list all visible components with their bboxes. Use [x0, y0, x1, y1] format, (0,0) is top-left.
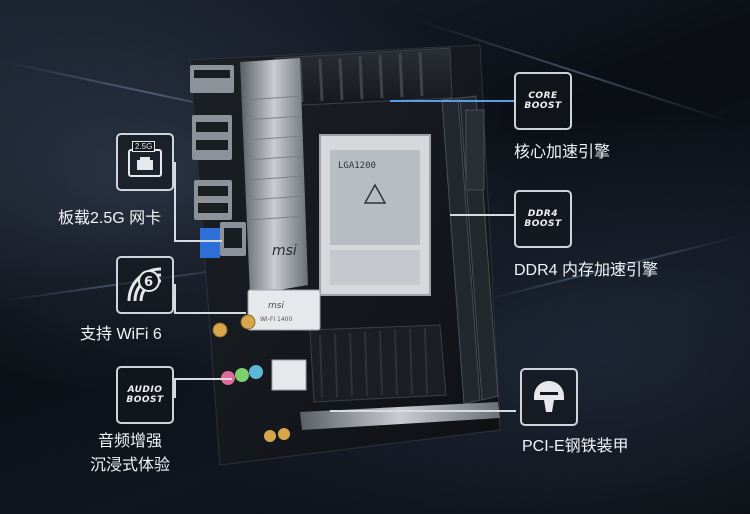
- ddr4-boost-box: DDR4 BOOST: [514, 190, 572, 248]
- board-brand-text: msi: [272, 243, 297, 259]
- audio-badge-line2: BOOST: [126, 395, 164, 405]
- core-boost-badge: CORE BOOST: [524, 91, 561, 111]
- lan-connector-line: [174, 240, 222, 242]
- wifi-module-label: WI-FI 1400: [260, 316, 292, 323]
- audio-boost-badge: AUDIO BOOST: [126, 385, 163, 405]
- wifi-feature-label: 支持 WiFi 6: [80, 326, 162, 343]
- ddr4-badge-line2: BOOST: [524, 219, 562, 229]
- core-boost-connector-line: [390, 100, 514, 102]
- lan-badge-text: 2.5G: [132, 141, 156, 152]
- wifi-connector-line: [174, 284, 176, 314]
- audio-label-line1: 音频增强: [98, 433, 163, 450]
- pcie-armor-box: [520, 368, 578, 426]
- audio-boost-box: AUDIO BOOST: [116, 366, 174, 424]
- lan-connector-line: [174, 162, 176, 242]
- motherboard-image: msi LGA1200 msi: [189, 44, 501, 466]
- audio-feature-label: 音频增强 沉浸式体验: [90, 430, 170, 478]
- audio-connector-line: [174, 378, 232, 380]
- pcie-connector-line: [330, 410, 516, 412]
- wifi-module-brand: msi: [268, 301, 284, 311]
- wifi-badge-text: 6: [144, 275, 153, 290]
- core-badge-line2: BOOST: [524, 101, 562, 111]
- core-badge-line1: CORE: [528, 91, 558, 101]
- lan-feature-box: 2.5G: [116, 133, 174, 191]
- ddr4-boost-badge: DDR4 BOOST: [524, 209, 561, 229]
- socket-label: LGA1200: [338, 161, 376, 171]
- ddr4-badge-line1: DDR4: [527, 209, 559, 219]
- core-boost-box: CORE BOOST: [514, 72, 572, 130]
- audio-label-line2: 沉浸式体验: [90, 457, 171, 474]
- audio-connector-line: [174, 378, 176, 398]
- lan-feature-label: 板载2.5G 网卡: [58, 210, 162, 227]
- ddr4-boost-connector-line: [450, 214, 514, 216]
- wifi-connector-line: [174, 312, 246, 314]
- wifi-feature-box: 6: [116, 256, 174, 314]
- audio-badge-line1: AUDIO: [127, 385, 163, 395]
- ddr4-boost-label: DDR4 内存加速引擎: [514, 262, 659, 279]
- wifi6-icon: 6: [127, 267, 162, 302]
- core-boost-label: 核心加速引擎: [514, 144, 611, 161]
- pcie-armor-label: PCI-E钢铁装甲: [522, 438, 629, 455]
- steel-armor-icon: [534, 381, 564, 412]
